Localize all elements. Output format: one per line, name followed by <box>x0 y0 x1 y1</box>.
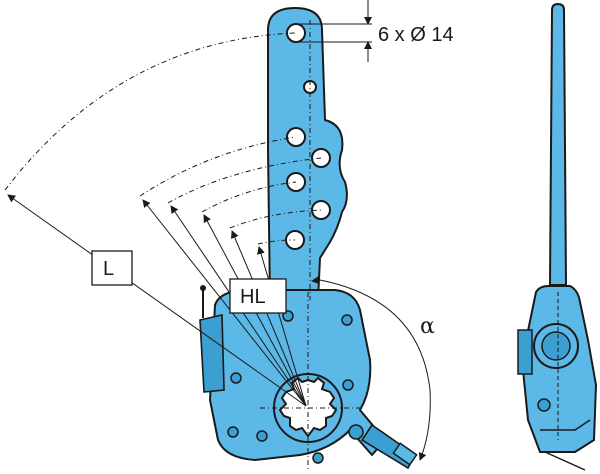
worm-nut <box>392 442 418 466</box>
holes-spec-label: 6 x Ø 14 <box>378 24 454 46</box>
hole-length-label-box <box>229 278 287 314</box>
left-bracket <box>199 314 225 393</box>
hole-length-label: HL <box>240 286 266 308</box>
front-view: L HL 6 x Ø 14 α <box>4 0 454 470</box>
pin-knob <box>200 285 206 291</box>
lever-hole-1 <box>286 23 306 43</box>
side-lever <box>549 3 567 286</box>
length-label: L <box>103 258 114 280</box>
length-label-box <box>91 250 133 286</box>
angle-label: α <box>420 314 435 339</box>
lever-arm <box>267 7 348 301</box>
side-body <box>521 285 597 453</box>
side-view <box>517 3 597 471</box>
